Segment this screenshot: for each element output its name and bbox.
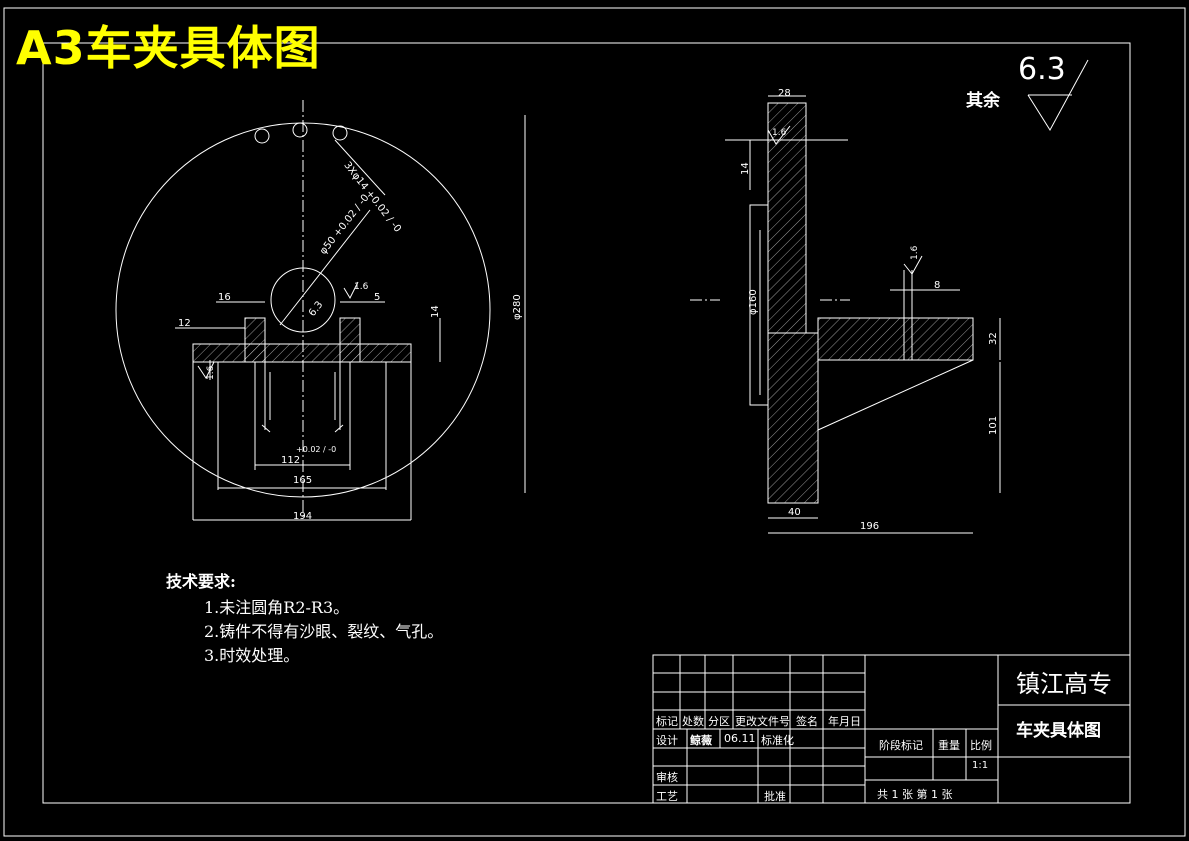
tb-sheets: 共 1 张 第 1 张 bbox=[877, 788, 953, 801]
rough-bottom: 1.6 bbox=[206, 365, 216, 380]
surface-note-value: 6.3 bbox=[1018, 52, 1066, 87]
front-base bbox=[192, 317, 412, 520]
requirement-item-1: 1.未注圆角R2-R3。 bbox=[204, 598, 350, 617]
tb-label-count: 处数 bbox=[682, 715, 704, 728]
dim-5: 5 bbox=[374, 292, 381, 303]
outer-border bbox=[3, 7, 1186, 837]
side-view bbox=[690, 95, 1001, 534]
rough-slot: 1.6 bbox=[354, 282, 369, 292]
dim-12: 12 bbox=[178, 318, 191, 329]
dim-side-14: 14 bbox=[740, 162, 751, 175]
tb-scale-label: 比例 bbox=[970, 739, 992, 752]
dim-40: 40 bbox=[788, 507, 801, 518]
dim-112: 112 bbox=[281, 455, 301, 466]
dim-dia160: φ160 bbox=[748, 289, 759, 315]
tb-design-date: 06.11 bbox=[724, 732, 756, 745]
requirement-item-3: 3.时效处理。 bbox=[204, 646, 300, 665]
roughness-general-symbol bbox=[1027, 59, 1089, 131]
rough-top: 1.6 bbox=[772, 128, 787, 138]
tb-review-label: 审核 bbox=[656, 771, 678, 784]
tb-weight-label: 重量 bbox=[938, 739, 960, 752]
inner-border bbox=[42, 42, 1131, 804]
dim-dia280: φ280 bbox=[512, 294, 523, 320]
tb-stage-label: 阶段标记 bbox=[879, 739, 923, 752]
title-block-grid bbox=[652, 654, 1131, 804]
tb-scale-value: 1:1 bbox=[972, 760, 989, 771]
tb-process-label: 工艺 bbox=[656, 790, 678, 803]
dim-8: 8 bbox=[934, 280, 941, 291]
tb-label-zone: 分区 bbox=[708, 715, 730, 728]
dim-101: 101 bbox=[988, 415, 999, 435]
sheet-title: A3车夹具体图 bbox=[16, 21, 321, 75]
tb-standard-label: 标准化 bbox=[761, 734, 794, 747]
requirements-heading: 技术要求: bbox=[166, 572, 236, 591]
requirement-item-2: 2.铸件不得有沙眼、裂纹、气孔。 bbox=[204, 622, 444, 641]
tb-label-change-doc: 更改文件号 bbox=[735, 715, 790, 728]
dim-165: 165 bbox=[293, 475, 313, 486]
rough-right: 1.6 bbox=[910, 245, 920, 260]
dim-16: 16 bbox=[218, 292, 231, 303]
drawing-name: 车夹具体图 bbox=[1016, 721, 1101, 741]
pin-hole-1 bbox=[254, 128, 270, 144]
tb-designer: 鲸薇 bbox=[690, 734, 712, 747]
tb-approve-label: 批准 bbox=[764, 790, 786, 803]
dim-14: 14 bbox=[430, 305, 441, 318]
pin-hole-2 bbox=[292, 122, 308, 138]
tb-design-label: 设计 bbox=[656, 734, 678, 747]
tb-label-signature: 签名 bbox=[796, 715, 818, 728]
pin-hole-3 bbox=[332, 125, 348, 141]
dim-28: 28 bbox=[778, 88, 791, 99]
tb-label-mark: 标记 bbox=[656, 715, 678, 728]
tb-label-date: 年月日 bbox=[828, 715, 861, 728]
school-name: 镇江高专 bbox=[1016, 670, 1112, 698]
surface-note-label: 其余 bbox=[966, 91, 1000, 111]
dim-196: 196 bbox=[860, 521, 880, 532]
tol-112: +0.02 / -0 bbox=[296, 445, 337, 454]
dim-194: 194 bbox=[293, 511, 313, 522]
dim-32: 32 bbox=[988, 332, 999, 345]
front-view bbox=[115, 100, 526, 521]
